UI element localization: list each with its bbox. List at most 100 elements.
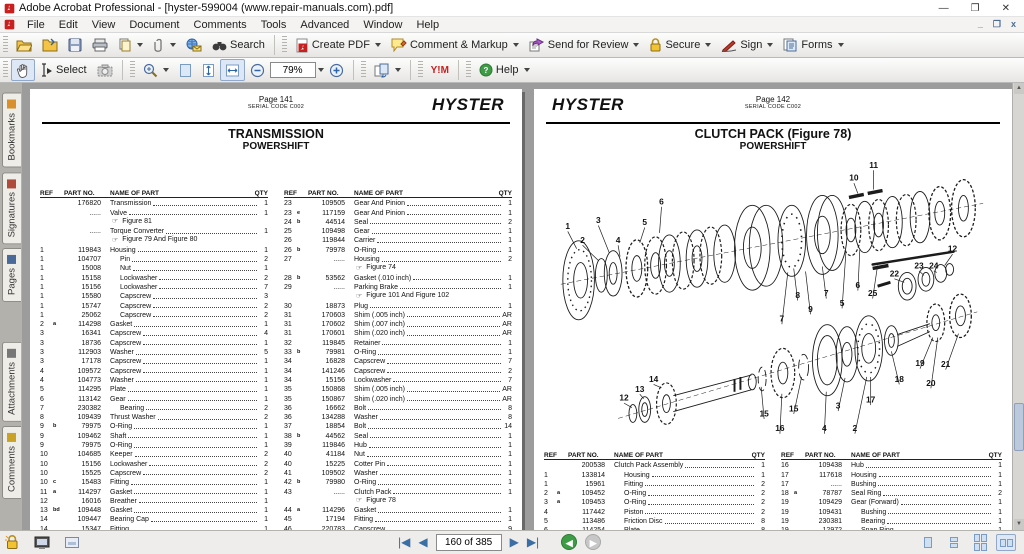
sidebar-tab-attachments[interactable]: Attachments bbox=[2, 341, 21, 422]
toolbar-grip[interactable] bbox=[3, 61, 8, 79]
hyster-logo: HYSTER bbox=[432, 95, 504, 114]
menu-file[interactable]: File bbox=[27, 18, 45, 31]
last-page-button[interactable]: ▶| bbox=[526, 535, 540, 549]
vertical-scrollbar[interactable]: ▲ ▼ bbox=[1012, 83, 1024, 530]
scrollbar-thumb[interactable] bbox=[1014, 403, 1024, 451]
continuous-facing-layout-button[interactable] bbox=[970, 534, 990, 551]
pdf-page-141: Page 141 SERIAL CODE C002 HYSTER TRANSMI… bbox=[30, 89, 522, 530]
toolbar-grip[interactable] bbox=[129, 61, 135, 79]
rotate-pages-button[interactable] bbox=[369, 59, 406, 81]
zoom-level-input[interactable] bbox=[269, 62, 316, 78]
sidebar-tab-label: Signatures bbox=[6, 191, 18, 237]
print-button[interactable] bbox=[87, 34, 113, 56]
menu-view[interactable]: View bbox=[91, 18, 116, 31]
send-for-review-button[interactable]: Send for Review bbox=[524, 34, 645, 56]
minimize-button[interactable]: — bbox=[938, 2, 949, 14]
sidebar-tab-signatures[interactable]: Signatures bbox=[2, 171, 21, 244]
hand-tool-button[interactable] bbox=[11, 59, 35, 81]
menu-tools[interactable]: Tools bbox=[260, 18, 287, 31]
secure-button[interactable]: Secure bbox=[644, 34, 716, 56]
continuous-layout-button[interactable] bbox=[944, 534, 964, 551]
snapshot-button[interactable] bbox=[92, 59, 118, 81]
fit-page-button[interactable] bbox=[197, 59, 220, 81]
fit-width-icon bbox=[225, 64, 239, 76]
callout-number: 23 bbox=[914, 260, 924, 270]
previous-view-button[interactable]: ◀ bbox=[561, 534, 578, 550]
menu-advanced[interactable]: Advanced bbox=[300, 18, 350, 31]
doc-minimize-button[interactable]: _ bbox=[977, 19, 983, 29]
serial-code-label: SERIAL CODE C002 bbox=[247, 104, 305, 110]
menu-help[interactable]: Help bbox=[416, 18, 440, 31]
select-tool-button[interactable]: Select bbox=[35, 59, 92, 81]
organizer-button[interactable] bbox=[37, 34, 63, 56]
toolbar-grip[interactable] bbox=[360, 61, 366, 79]
menu-comments[interactable]: Comments bbox=[193, 18, 247, 31]
sign-button[interactable]: Sign bbox=[716, 34, 778, 56]
doc-restore-button[interactable]: ❐ bbox=[992, 19, 1001, 29]
fit-width-button[interactable] bbox=[219, 59, 245, 81]
menu-window[interactable]: Window bbox=[363, 18, 403, 31]
sidebar-tab-bookmarks[interactable]: Bookmarks bbox=[2, 93, 21, 168]
callout-number: 14 bbox=[649, 374, 659, 384]
figure-reference-label: Figure 81 bbox=[122, 217, 152, 225]
callout-leader-line bbox=[945, 333, 959, 370]
zoom-dropdown-arrow-icon[interactable] bbox=[317, 68, 324, 72]
zoom-tool-button[interactable] bbox=[138, 59, 174, 81]
callout-leader-line bbox=[623, 402, 633, 408]
zoom-out-button[interactable] bbox=[245, 59, 270, 81]
next-view-button[interactable]: ▶ bbox=[585, 534, 602, 550]
callout-number: 5 bbox=[642, 217, 647, 227]
scroll-up-arrow[interactable]: ▲ bbox=[1014, 83, 1024, 94]
previous-page-button[interactable]: ◀ bbox=[418, 535, 428, 549]
create-pdf-button[interactable]: Create PDF bbox=[290, 34, 386, 56]
menu-edit[interactable]: Edit bbox=[58, 18, 78, 31]
toolbar-grip[interactable] bbox=[417, 61, 423, 79]
zoom-in-button[interactable] bbox=[324, 59, 349, 81]
page-number-input[interactable] bbox=[435, 533, 502, 551]
first-page-button[interactable]: |◀ bbox=[398, 535, 411, 549]
page-number-label: Page 142 bbox=[755, 95, 791, 104]
lock-icon bbox=[650, 38, 661, 52]
page-view-icon[interactable] bbox=[64, 536, 80, 549]
attach-button[interactable] bbox=[148, 34, 181, 56]
actual-size-button[interactable] bbox=[174, 59, 197, 81]
callout-number: 25 bbox=[868, 288, 878, 298]
forms-button[interactable]: Forms bbox=[778, 34, 848, 56]
pdf-page-142: Page 142 SERIAL CODE C002 HYSTER CLUTCH … bbox=[534, 89, 1012, 530]
menu-document[interactable]: Document bbox=[129, 18, 180, 31]
help-button[interactable]: ? Help bbox=[474, 59, 535, 81]
floppy-disk-icon bbox=[68, 38, 82, 52]
screen-view-icon[interactable] bbox=[34, 536, 50, 549]
single-page-layout-button[interactable] bbox=[918, 534, 938, 551]
close-button[interactable]: ✕ bbox=[1001, 2, 1010, 14]
yahoo-messenger-button[interactable]: Y!M bbox=[426, 59, 454, 81]
maximize-button[interactable]: ❐ bbox=[970, 2, 980, 14]
toolbar-grip[interactable] bbox=[281, 36, 287, 54]
email-button[interactable] bbox=[181, 34, 207, 56]
sidebar-tab-pages[interactable]: Pages bbox=[2, 247, 21, 302]
callout-leader-line bbox=[781, 272, 789, 325]
security-lock-icon[interactable] bbox=[5, 534, 20, 550]
toolbar-grip[interactable] bbox=[465, 61, 471, 79]
sidebar-tab-comments[interactable]: Comments bbox=[2, 425, 21, 499]
toolbar-grip[interactable] bbox=[3, 36, 8, 54]
save-button[interactable] bbox=[63, 34, 87, 56]
yahoo-icon: Y!M bbox=[430, 64, 449, 76]
open-button[interactable] bbox=[11, 34, 37, 56]
copy-pages-button[interactable] bbox=[113, 34, 148, 56]
callout-number: 8 bbox=[795, 290, 800, 300]
comment-markup-button[interactable]: Comment & Markup bbox=[386, 34, 524, 56]
facing-layout-button[interactable] bbox=[996, 534, 1016, 551]
next-page-button[interactable]: ▶ bbox=[509, 535, 519, 549]
search-button[interactable]: Search bbox=[207, 34, 270, 56]
scroll-down-arrow[interactable]: ▼ bbox=[1014, 519, 1024, 530]
doc-close-button[interactable]: x bbox=[1010, 19, 1016, 29]
